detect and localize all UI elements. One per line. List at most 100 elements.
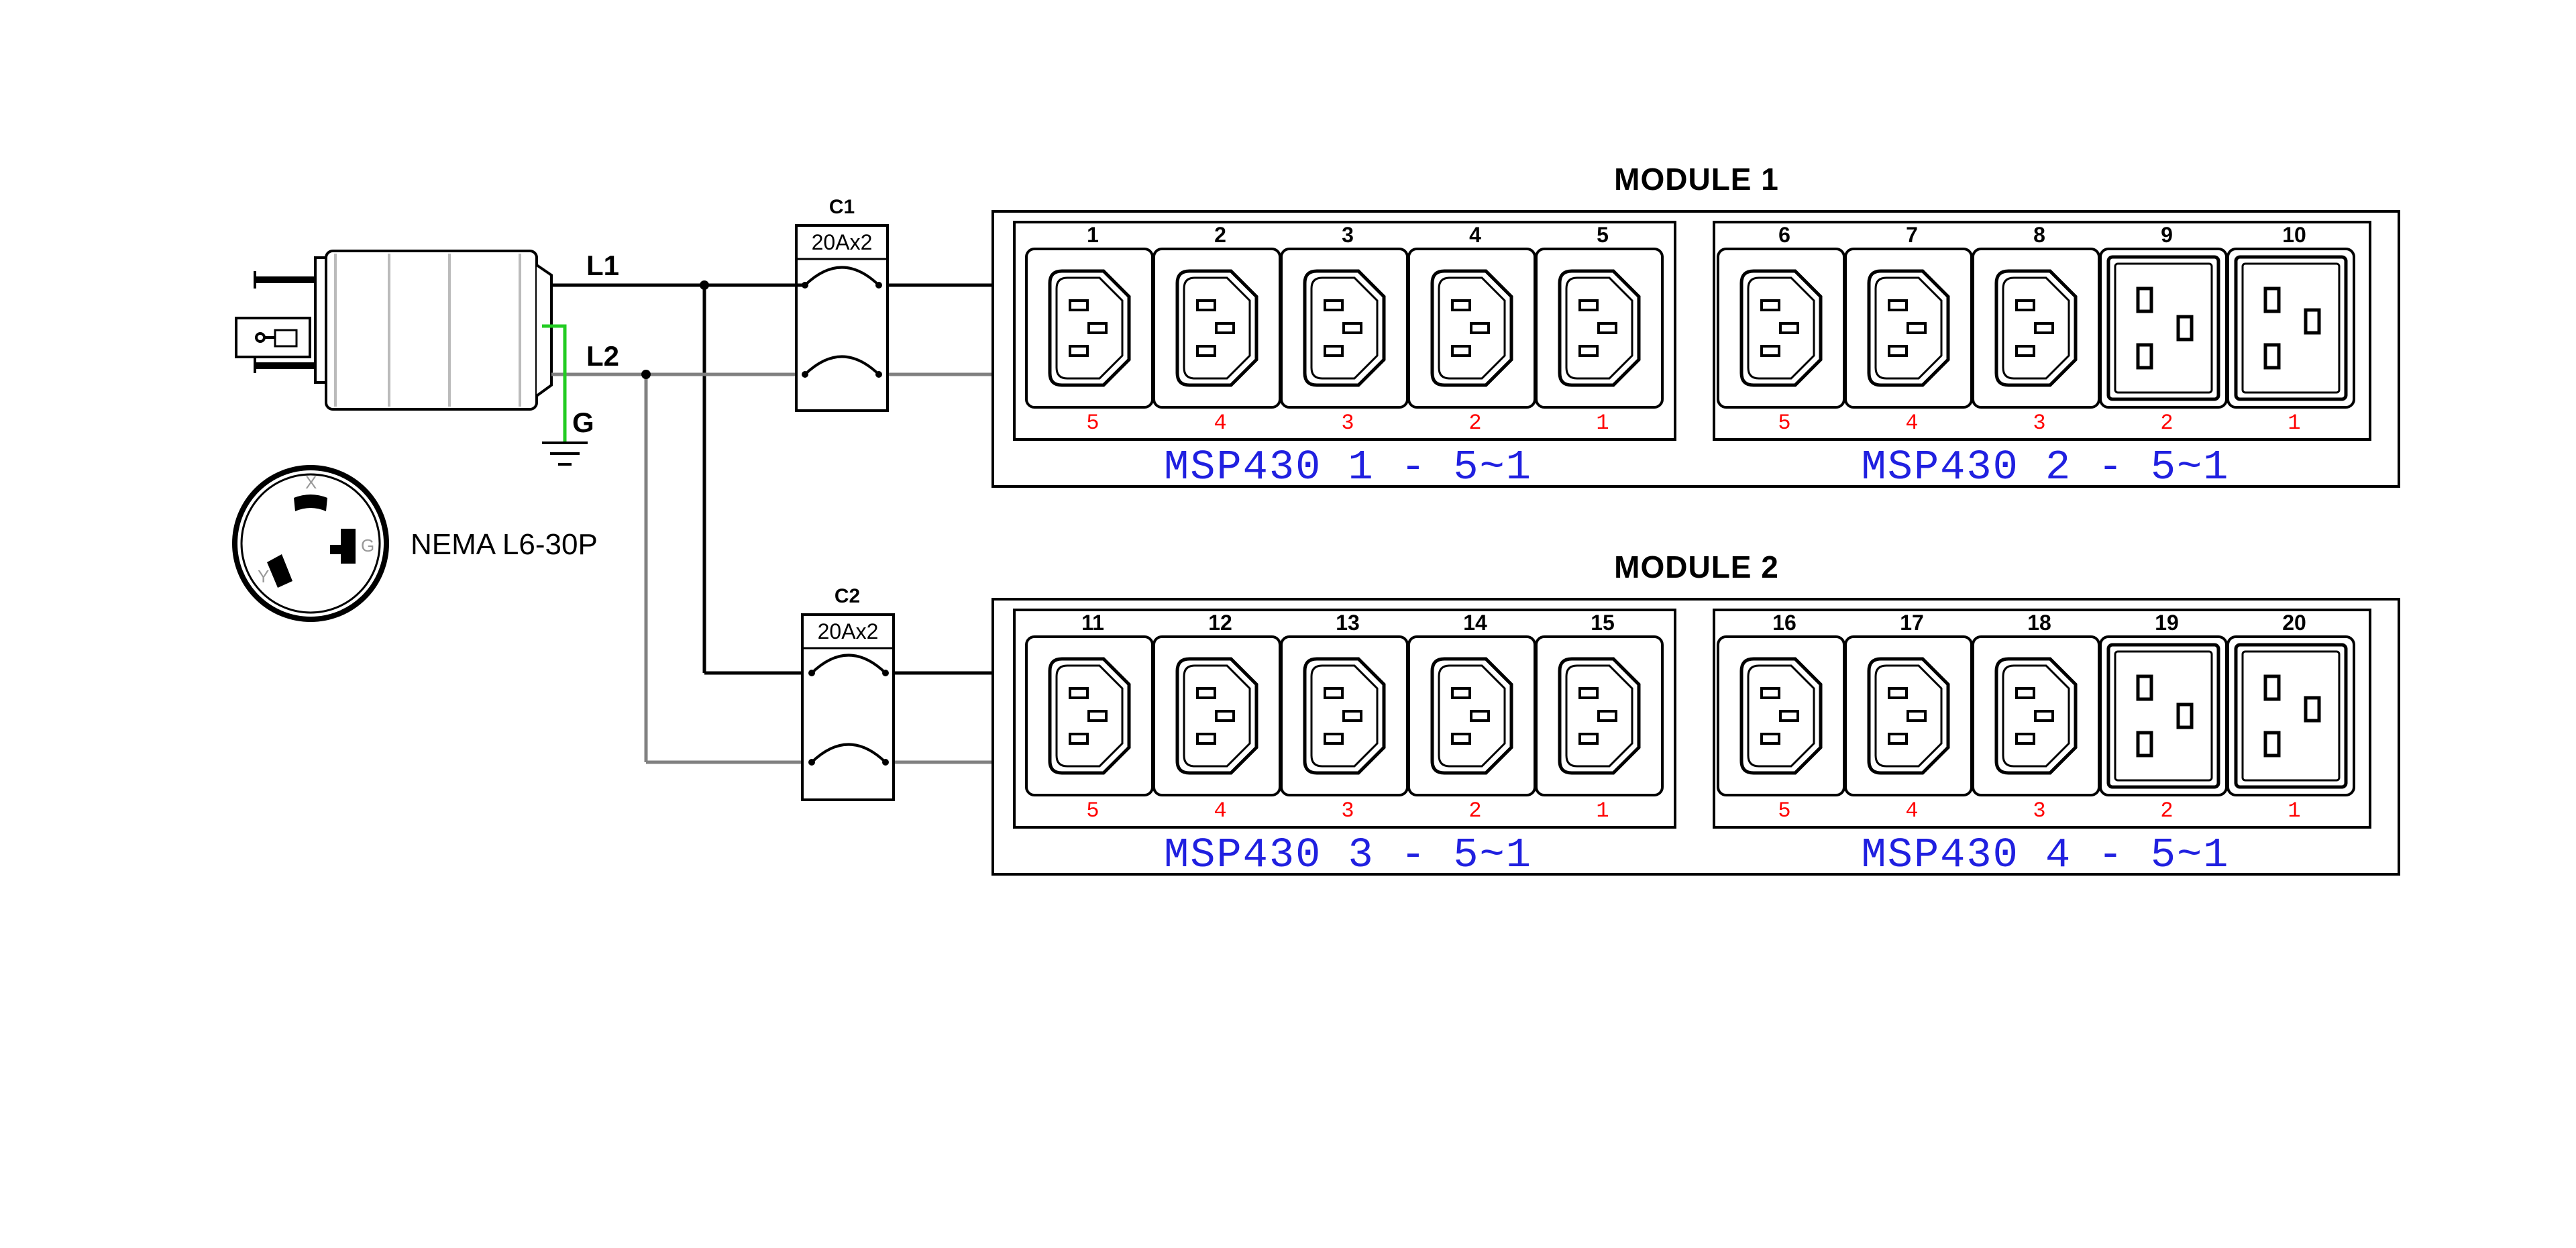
outlet-7: 74 — [1844, 223, 1973, 435]
breaker-box — [795, 224, 889, 412]
port-number: 4 — [1905, 411, 1918, 435]
breaker-arc — [804, 266, 880, 287]
wiring — [542, 280, 993, 764]
port-number: 1 — [1596, 798, 1609, 823]
outlet-number: 2 — [1214, 223, 1226, 247]
outlet-number: 6 — [1778, 223, 1790, 247]
plug-letter-g: G — [361, 535, 374, 556]
breaker-c2: C2 20Ax2 — [801, 585, 895, 801]
breaker-c1: C1 20Ax2 — [795, 196, 889, 412]
plug-prong — [256, 362, 323, 369]
outlet-number: 20 — [2282, 611, 2306, 635]
port-number: 5 — [1086, 411, 1099, 435]
port-number: 4 — [1905, 798, 1918, 823]
outlet-14: 14 2 — [1407, 611, 1536, 823]
plug-body — [325, 250, 538, 411]
outlet-number: 3 — [1342, 223, 1354, 247]
outlet-3: 33 — [1280, 223, 1409, 435]
wire-l1-label: L1 — [586, 250, 619, 281]
port-number: 2 — [1468, 411, 1481, 435]
outlet-15: 15 1 — [1535, 611, 1664, 823]
outlet-8: 83 — [1972, 223, 2100, 435]
outlet-number: 16 — [1772, 611, 1796, 635]
outlet-19: 19 2 — [2099, 611, 2228, 823]
outlet-number: 4 — [1469, 223, 1481, 247]
outlet-17: 17 4 — [1844, 611, 1973, 823]
outlet-1: 15 — [1025, 223, 1154, 435]
outlet-number: 17 — [1900, 611, 1924, 635]
breaker-arc — [804, 355, 880, 376]
outlet-20: 20 1 — [2226, 611, 2355, 823]
junction-dot — [700, 280, 709, 290]
outlet-number: 7 — [1906, 223, 1918, 247]
outlet-number: 15 — [1591, 611, 1615, 635]
breaker-name: C1 — [829, 196, 855, 218]
port-number: 2 — [2160, 411, 2173, 435]
plug-blade-g — [341, 529, 356, 564]
plug-letter-x: X — [305, 472, 317, 492]
wire-l2-label: L2 — [586, 340, 619, 372]
port-number: 4 — [1214, 798, 1226, 823]
wire-ground — [542, 324, 567, 443]
outlet-number: 12 — [1208, 611, 1232, 635]
module-title: MODULE 2 — [1614, 550, 1779, 584]
outlet-number: 11 — [1081, 611, 1104, 635]
breaker-arc — [810, 743, 887, 764]
outlet-16: 16 5 — [1717, 611, 1845, 823]
wire-ground-label: G — [572, 407, 594, 438]
port-number: 5 — [1778, 798, 1790, 823]
outlet-number: 1 — [1087, 223, 1099, 247]
port-number: 3 — [2033, 798, 2045, 823]
outlet-5: 51 — [1535, 223, 1664, 435]
outlet-18: 18 3 — [1972, 611, 2100, 823]
outlet-9: 92 — [2099, 223, 2228, 435]
outlet-11: 11 5 — [1025, 611, 1154, 823]
outlet-number: 13 — [1336, 611, 1360, 635]
port-number: 2 — [1468, 798, 1481, 823]
breaker-rating: 20Ax2 — [812, 230, 873, 254]
breaker-box — [801, 613, 895, 801]
plug-name: NEMA L6-30P — [411, 528, 598, 561]
group-label: MSP430 2 - 5~1 — [1862, 444, 2230, 491]
breaker-arc — [810, 654, 887, 674]
outlet-6: 65 — [1717, 223, 1845, 435]
port-number: 5 — [1086, 798, 1099, 823]
port-number: 1 — [1596, 411, 1609, 435]
plug-letter-y: Y — [258, 566, 269, 586]
plug-side-view — [235, 250, 553, 411]
port-number: 1 — [2288, 798, 2300, 823]
group-label: MSP430 4 - 5~1 — [1862, 831, 2230, 879]
plug-blade-y — [267, 554, 292, 588]
plug-blade-x — [294, 495, 327, 511]
port-number: 3 — [2033, 411, 2045, 435]
outlet-number: 19 — [2155, 611, 2179, 635]
module-title: MODULE 1 — [1614, 162, 1779, 197]
outlet-number: 9 — [2161, 223, 2173, 247]
outlet-number: 8 — [2033, 223, 2045, 247]
group-label: MSP430 1 - 5~1 — [1164, 444, 1532, 491]
outlet-2: 24 — [1152, 223, 1281, 435]
port-number: 5 — [1778, 411, 1790, 435]
outlet-number: 14 — [1463, 611, 1487, 635]
junction-dot — [641, 370, 651, 379]
port-number: 2 — [2160, 798, 2173, 823]
plug-face-icon: X G Y — [232, 465, 389, 622]
breaker-name: C2 — [835, 585, 860, 607]
plug-prong — [254, 276, 321, 283]
outlet-4: 42 — [1407, 223, 1536, 435]
outlet-number: 18 — [2027, 611, 2051, 635]
outlet-12: 12 4 — [1152, 611, 1281, 823]
port-number: 4 — [1214, 411, 1226, 435]
outlet-number: 5 — [1597, 223, 1609, 247]
port-number: 3 — [1341, 411, 1354, 435]
outlet-13: 133 — [1280, 611, 1409, 823]
port-number: 1 — [2288, 411, 2300, 435]
